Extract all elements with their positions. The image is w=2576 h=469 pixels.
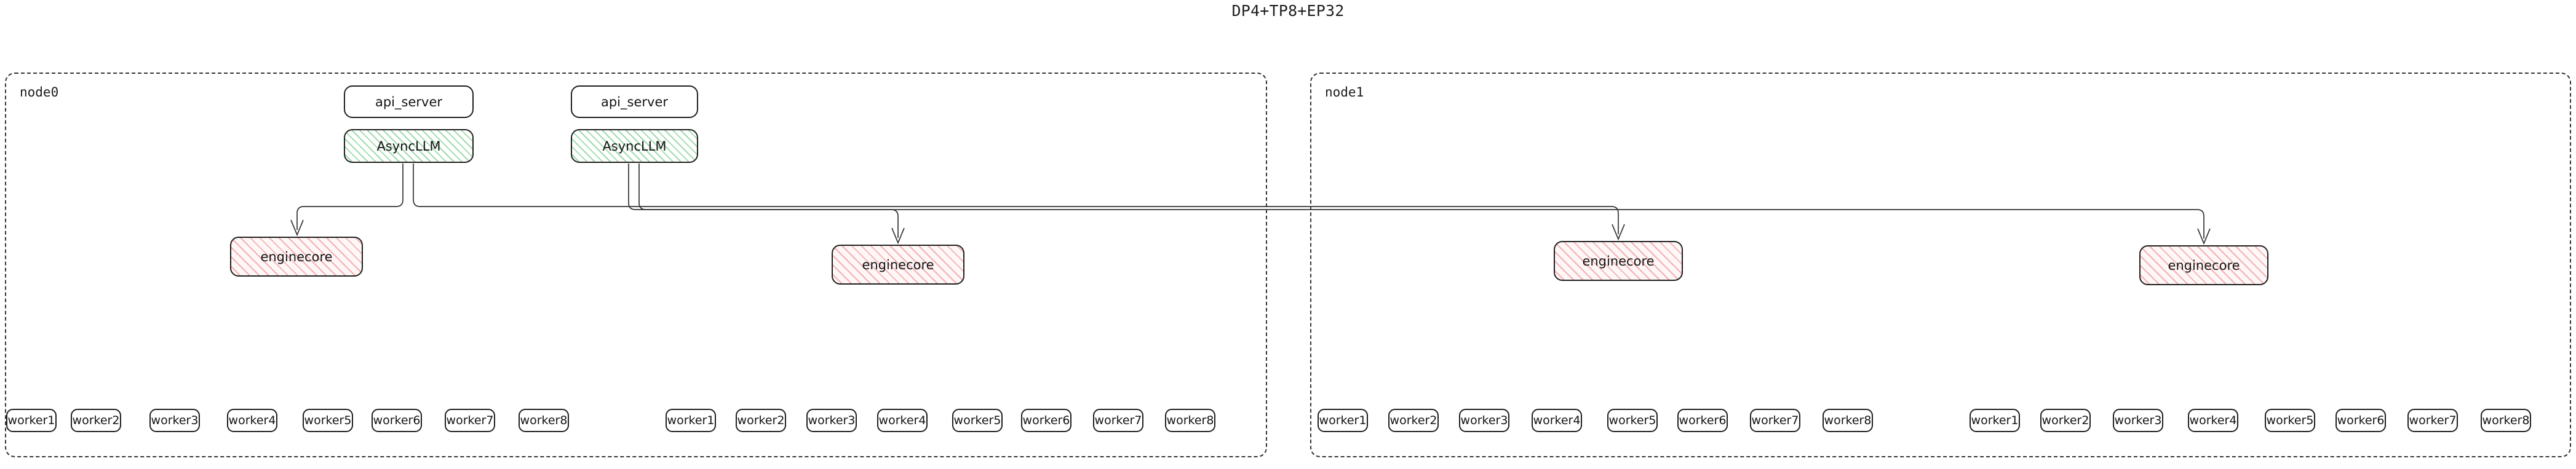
asyncllm-box-0[interactable]: AsyncLLM — [344, 129, 474, 163]
worker-box[interactable]: worker5 — [303, 409, 353, 432]
asyncllm-box-1[interactable]: AsyncLLM — [571, 129, 698, 163]
worker-box[interactable]: worker3 — [149, 409, 200, 432]
api-server-box-1[interactable]: api_server — [571, 85, 698, 118]
enginecore-box-node1-1[interactable]: enginecore — [2139, 245, 2268, 285]
worker-box[interactable]: worker7 — [2407, 409, 2458, 432]
worker-box[interactable]: worker5 — [2265, 409, 2315, 432]
worker-box[interactable]: worker1 — [6, 409, 57, 432]
worker-box[interactable]: worker7 — [1750, 409, 1800, 432]
enginecore-box-node0-0[interactable]: enginecore — [230, 237, 363, 277]
worker-box[interactable]: worker2 — [2040, 409, 2091, 432]
worker-box[interactable]: worker1 — [1318, 409, 1368, 432]
worker-box[interactable]: worker3 — [806, 409, 857, 432]
worker-box[interactable]: worker7 — [445, 409, 495, 432]
worker-box[interactable]: worker6 — [1677, 409, 1728, 432]
node-group-node0: node0 — [5, 73, 1267, 457]
worker-box[interactable]: worker7 — [1093, 409, 1143, 432]
worker-box[interactable]: worker4 — [1532, 409, 1582, 432]
worker-box[interactable]: worker2 — [736, 409, 786, 432]
worker-box[interactable]: worker5 — [1607, 409, 1658, 432]
node-group-node1: node1 — [1310, 73, 2571, 457]
worker-box[interactable]: worker8 — [2481, 409, 2531, 432]
worker-box[interactable]: worker2 — [1388, 409, 1439, 432]
worker-box[interactable]: worker1 — [1970, 409, 2020, 432]
worker-box[interactable]: worker4 — [2188, 409, 2238, 432]
node-group-label-node1: node1 — [1325, 85, 1364, 100]
worker-box[interactable]: worker4 — [877, 409, 928, 432]
worker-box[interactable]: worker2 — [71, 409, 121, 432]
worker-box[interactable]: worker1 — [666, 409, 716, 432]
page-title: DP4+TP8+EP32 — [1231, 2, 1345, 20]
enginecore-box-node1-0[interactable]: enginecore — [1554, 241, 1683, 281]
enginecore-box-node0-1[interactable]: enginecore — [832, 245, 964, 285]
worker-box[interactable]: worker5 — [952, 409, 1003, 432]
worker-box[interactable]: worker3 — [2113, 409, 2163, 432]
worker-box[interactable]: worker4 — [227, 409, 277, 432]
worker-box[interactable]: worker6 — [2335, 409, 2386, 432]
node-group-label-node0: node0 — [20, 85, 59, 100]
api-server-box-0[interactable]: api_server — [344, 85, 474, 118]
worker-box[interactable]: worker6 — [372, 409, 422, 432]
worker-box[interactable]: worker8 — [1165, 409, 1215, 432]
worker-box[interactable]: worker8 — [519, 409, 569, 432]
worker-box[interactable]: worker8 — [1823, 409, 1873, 432]
worker-box[interactable]: worker6 — [1021, 409, 1071, 432]
worker-box[interactable]: worker3 — [1459, 409, 1509, 432]
